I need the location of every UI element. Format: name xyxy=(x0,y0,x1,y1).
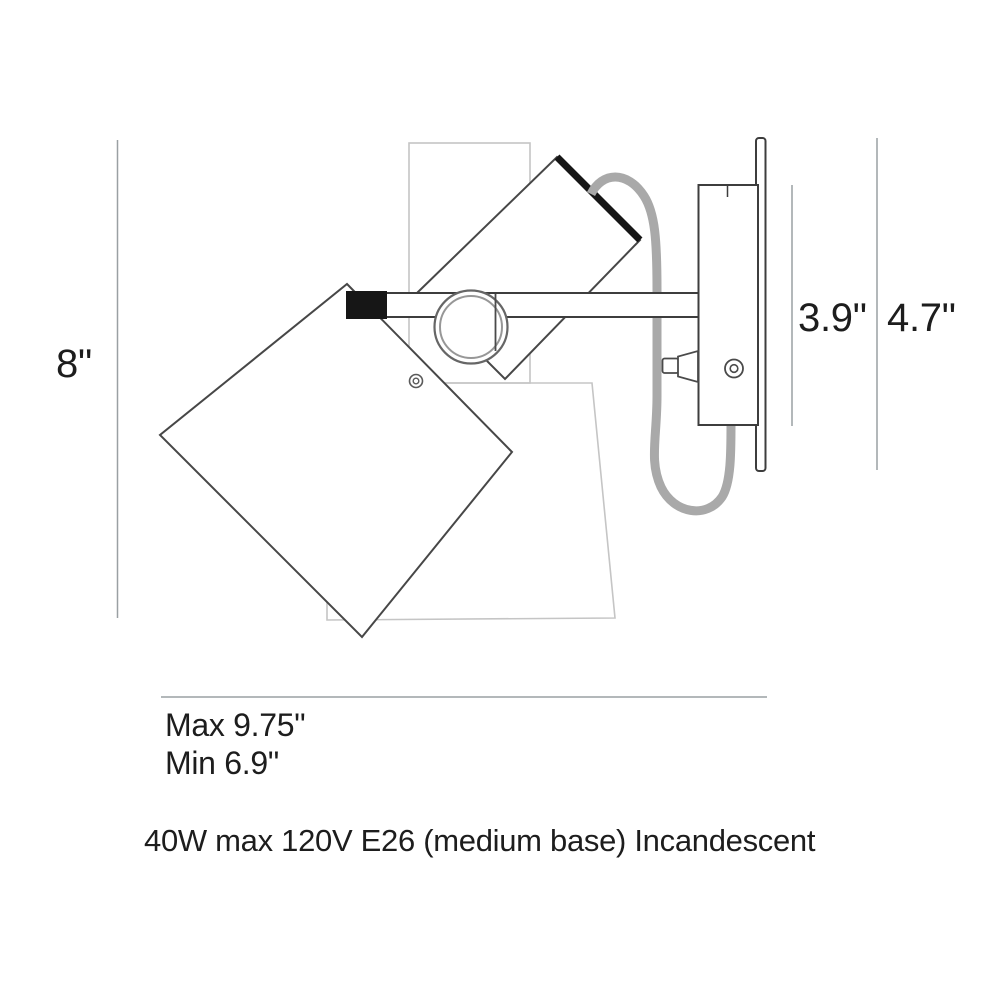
pivot-ring-inner xyxy=(439,295,503,359)
bulb-spec-caption: 40W max 120V E26 (medium base) Incandesc… xyxy=(144,823,816,858)
swivel-arm xyxy=(351,292,700,318)
label-extension-max: Max 9.75" xyxy=(165,707,306,743)
bracket-box xyxy=(697,184,759,426)
label-bracket-depth: 3.9" xyxy=(798,296,867,340)
shade-screw xyxy=(408,373,424,389)
mounting-screw-center xyxy=(729,363,739,374)
shade-lower xyxy=(158,282,514,639)
label-overall-depth: 4.7" xyxy=(887,296,956,340)
mounting-screw xyxy=(724,358,744,379)
arm-end-cap xyxy=(346,291,387,319)
toggle-switch-stem xyxy=(661,357,680,374)
label-overall-height: 8" xyxy=(56,342,92,386)
label-extension-min: Min 6.9" xyxy=(165,745,279,781)
shade-screw-center xyxy=(412,377,420,385)
pivot-ring-outer xyxy=(433,289,509,365)
shade-upper-rim xyxy=(554,154,643,243)
power-cord xyxy=(586,172,736,516)
toggle-switch-body xyxy=(677,349,699,384)
